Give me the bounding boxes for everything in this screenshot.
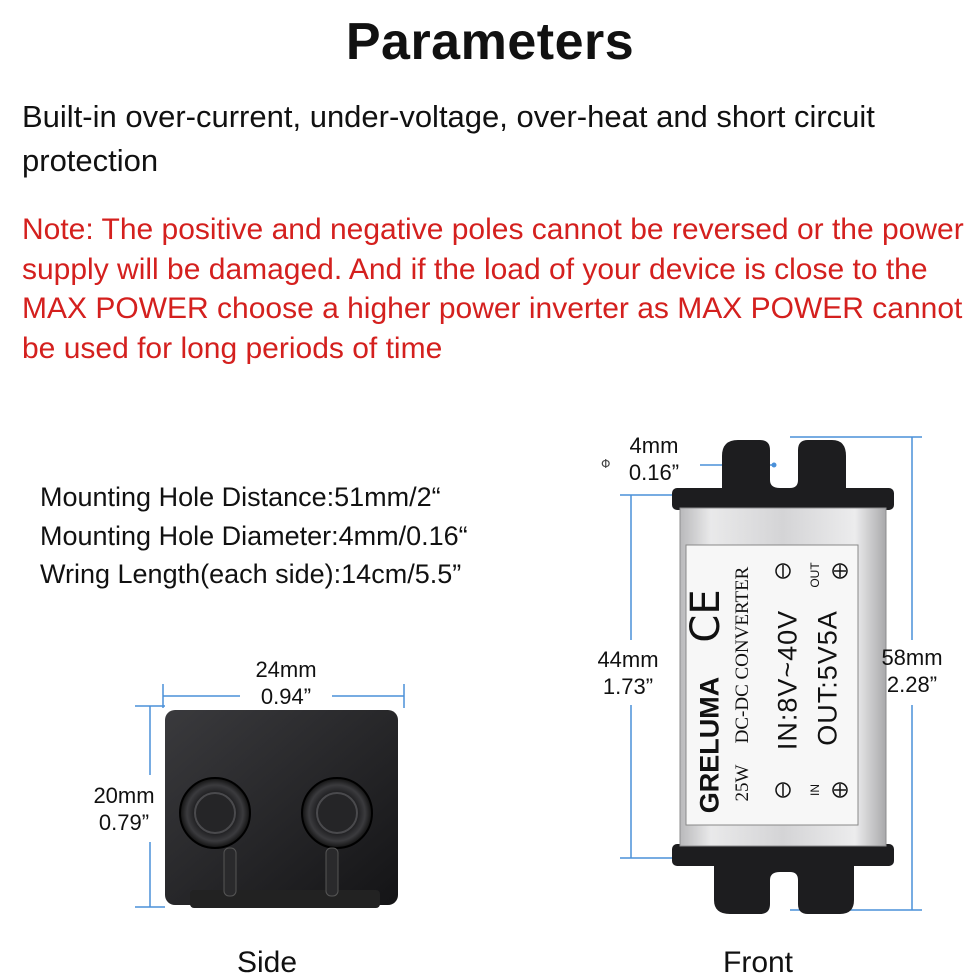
hole-size-label: 4mm 0.16” <box>618 432 690 486</box>
side-height-label: 20mm 0.79” <box>86 782 162 836</box>
front-bottom-mount <box>672 844 894 914</box>
side-cable-grommets <box>179 777 373 897</box>
front-top-mount <box>672 440 894 510</box>
side-width-in: 0.94” <box>260 684 312 709</box>
polarity-symbols <box>775 563 848 798</box>
side-flange <box>190 890 380 908</box>
product-label <box>685 544 859 826</box>
warning-note: Note: The positive and negative poles ca… <box>22 213 964 365</box>
side-width-mm: 24mm <box>255 657 317 682</box>
side-housing <box>165 710 398 905</box>
label-power: 25W <box>732 764 753 802</box>
label-type: DC-DC CONVERTER <box>732 566 753 744</box>
total-length-label: 58mm 2.28” <box>872 644 952 698</box>
total-length-mm: 58mm <box>881 645 943 670</box>
spec-hole-diameter: Mounting Hole Diameter:4mm/0.16“ <box>40 520 468 551</box>
label-input: IN:8V~40V <box>772 609 803 751</box>
front-view-drawing: Φ <box>601 436 922 914</box>
spec-list: Mounting Hole Distance:51mm/2“ Mounting … <box>40 478 468 594</box>
side-height-mm: 20mm <box>93 783 155 808</box>
body-length-label: 44mm 1.73” <box>588 646 668 700</box>
spec-wiring-length: Wring Length(each side):14cm/5.5” <box>40 559 462 589</box>
front-caption: Front <box>723 946 794 979</box>
side-dimension-lines <box>135 684 405 908</box>
label-brand: GRELUMA <box>694 676 725 814</box>
body-length-mm: 44mm <box>597 647 659 672</box>
side-width-label: 24mm 0.94” <box>244 656 328 710</box>
ce-mark: CE <box>683 589 729 643</box>
hole-size-in: 0.16” <box>628 460 680 485</box>
label-in-tag: IN <box>808 784 822 796</box>
protection-description: Built-in over-current, under-voltage, ov… <box>22 99 875 178</box>
body-length-in: 1.73” <box>602 674 654 699</box>
side-height-in: 0.79” <box>98 810 150 835</box>
label-out-tag: OUT <box>808 562 822 588</box>
svg-text:Φ: Φ <box>601 457 610 471</box>
page-title: Parameters <box>345 13 635 71</box>
side-view-drawing <box>135 684 405 908</box>
label-output: OUT:5V5A <box>812 610 843 746</box>
total-length-in: 2.28” <box>886 672 938 697</box>
spec-hole-distance: Mounting Hole Distance:51mm/2“ <box>40 482 441 512</box>
hole-size-mm: 4mm <box>629 433 679 458</box>
side-caption: Side <box>237 946 298 979</box>
